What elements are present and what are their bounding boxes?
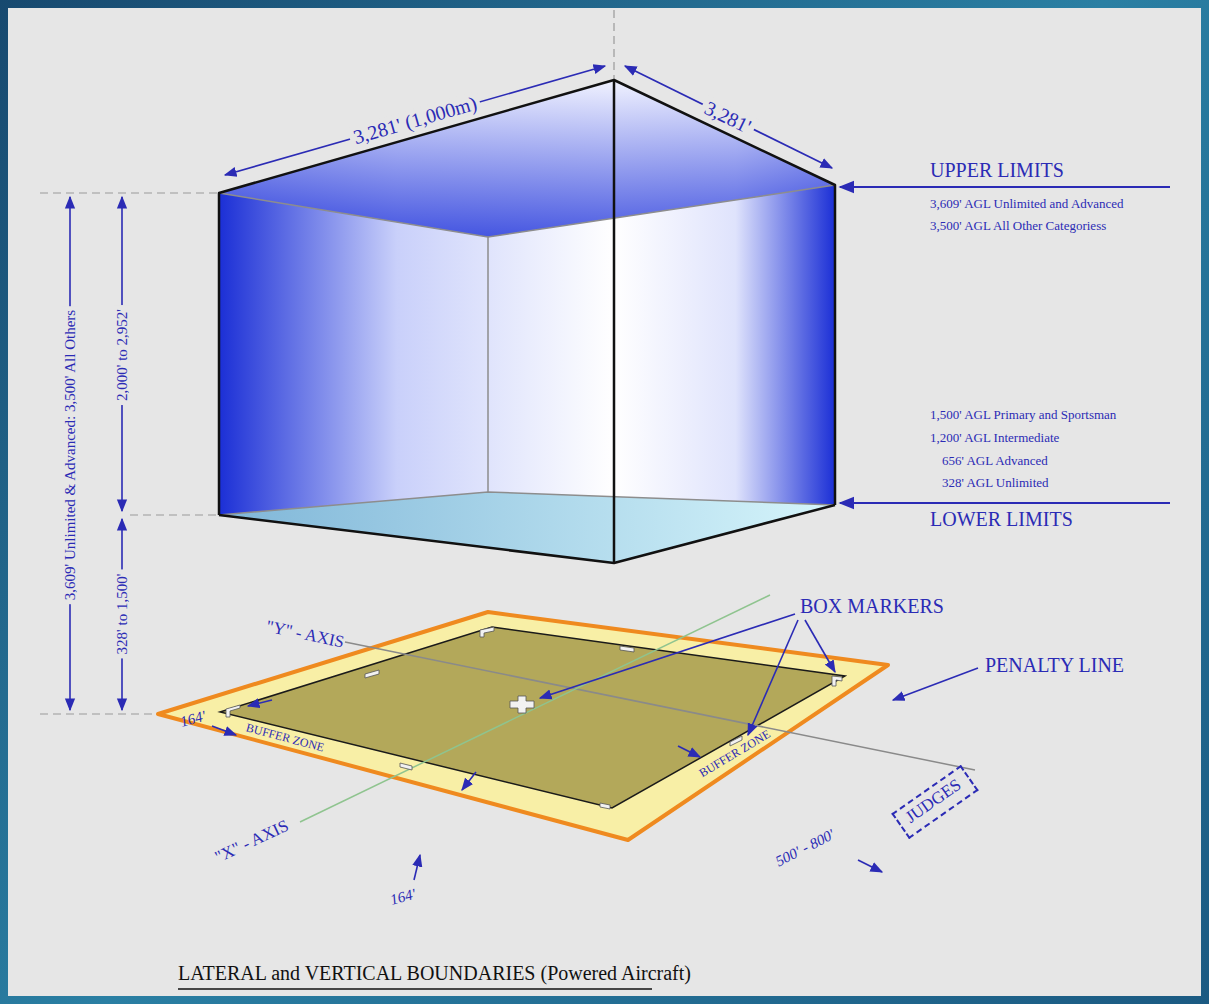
limit-note: 3,500' AGL All Other Categoriess (930, 219, 1106, 233)
dimension-lines (70, 66, 832, 710)
caption-underline (178, 988, 652, 990)
limit-heading: LOWER LIMITS (930, 508, 1073, 530)
dimension-label: 500' - 800' (773, 826, 837, 870)
dimension-label: 164' (388, 886, 417, 909)
dimension-label: 3,281' (1,000m) (347, 91, 483, 149)
limit-note: 1,500' AGL Primary and Sportsman (930, 408, 1116, 422)
limit-note: 328' AGL Unlimited (942, 476, 1049, 490)
caption: LATERAL and VERTICAL BOUNDARIES (Powered… (178, 962, 691, 985)
judges-label: JUDGES (902, 775, 966, 828)
zone-label: BUFFER ZONE (244, 721, 325, 755)
limit-pointers (840, 187, 1170, 503)
callout-label: PENALTY LINE (985, 654, 1124, 676)
judges-box: JUDGES (891, 765, 978, 839)
box-markers (226, 627, 842, 809)
callout-label: BOX MARKERS (800, 595, 944, 617)
airspace-box (219, 80, 835, 563)
dimension-label: 328' to 1,500' (114, 570, 131, 659)
limit-note: 1,200' AGL Intermediate (930, 431, 1059, 445)
dimension-label: 3,609' Unlimited & Advanced: 3,500' All … (62, 306, 79, 604)
zone-label: BUFFER ZONE (697, 728, 773, 781)
limit-note: 656' AGL Advanced (942, 454, 1048, 468)
dimension-label: 3,281' (698, 95, 759, 140)
axis-label: "Y" - AXIS (264, 618, 345, 653)
panel (8, 8, 1201, 996)
axis-label: "X" - AXIS (212, 817, 292, 867)
dimension-label: 2,000' to 2,952' (114, 305, 131, 405)
leader-lines (212, 614, 978, 880)
aerobatic-box-ground (158, 595, 975, 840)
limit-heading: UPPER LIMITS (930, 159, 1064, 181)
dimension-label: 164' (178, 708, 207, 731)
limit-note: 3,609' AGL Unlimited and Advanced (930, 197, 1124, 211)
